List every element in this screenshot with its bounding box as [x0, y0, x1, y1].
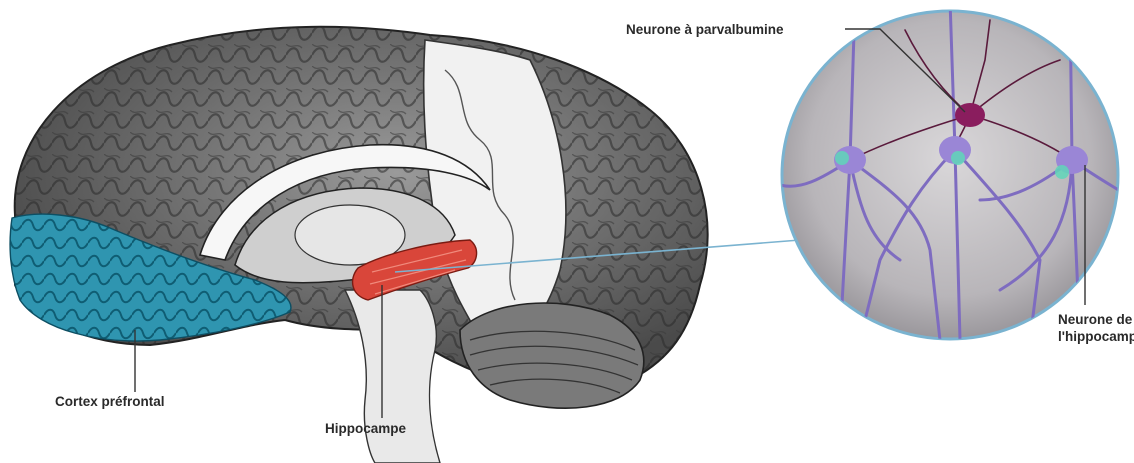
cerebellum — [460, 303, 644, 408]
neuron-inset — [780, 0, 1134, 340]
brainstem — [345, 290, 440, 463]
label-parvalbumin-neuron: Neurone à parvalbumine — [626, 21, 784, 38]
synapse-glow — [1055, 165, 1069, 179]
label-prefrontal-cortex: Cortex préfrontal — [55, 393, 165, 410]
label-hippocampus: Hippocampe — [325, 420, 406, 437]
label-hippocampus-neuron: Neurone de l'hippocampe — [1058, 311, 1134, 345]
synapse-glow — [951, 151, 965, 165]
synapse-glow — [835, 151, 849, 165]
